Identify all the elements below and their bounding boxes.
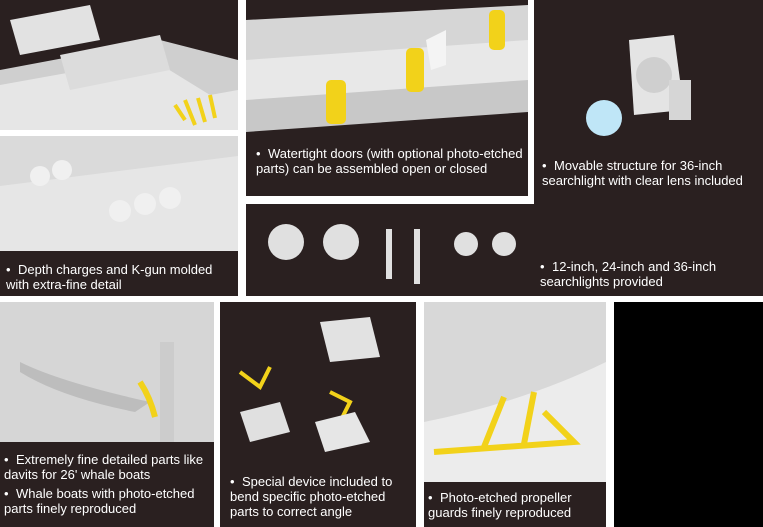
panel-propeller-guards: •Photo-etched propeller guards finely re… (424, 302, 606, 527)
panel-bend-device: •Special device included to bend specifi… (220, 302, 416, 527)
hull-model-image (0, 0, 238, 130)
panel-searchlight-36: •Movable structure for 36-inch searchlig… (534, 0, 763, 204)
caption-searchlights-set-text: 12-inch, 24-inch and 36-inch searchlight… (540, 259, 717, 289)
searchlights-set-image (246, 204, 763, 296)
panel-watertight-doors: •Watertight doors (with optional photo-e… (246, 0, 528, 196)
caption-bend-device-text: Special device included to bend specific… (230, 474, 393, 519)
bullet: • (4, 486, 9, 501)
searchlight-36-image (534, 0, 763, 204)
caption-depth-charges-text: Depth charges and K-gun molded with extr… (6, 262, 213, 292)
bullet: • (256, 146, 261, 161)
bullet: • (230, 474, 235, 489)
panel-davits: •Extremely fine detailed parts like davi… (0, 302, 214, 527)
caption-searchlights-set: •12-inch, 24-inch and 36-inch searchligh… (540, 259, 760, 293)
bullet: • (4, 452, 9, 467)
bullet: • (542, 158, 547, 173)
caption-searchlight-36-text: Movable structure for 36-inch searchligh… (542, 158, 743, 188)
caption-depth-charges: •Depth charges and K-gun molded with ext… (6, 262, 234, 296)
caption-propeller-text: Photo-etched propeller guards finely rep… (428, 490, 572, 520)
bend-device-image (220, 302, 416, 527)
panel-hull-rails (0, 0, 238, 130)
bullet: • (6, 262, 11, 277)
caption-propeller: •Photo-etched propeller guards finely re… (428, 490, 604, 524)
panel-depth-charges: •Depth charges and K-gun molded with ext… (0, 136, 238, 296)
caption-bend-device: •Special device included to bend specifi… (230, 474, 414, 523)
panel-searchlights-set: •12-inch, 24-inch and 36-inch searchligh… (246, 204, 763, 296)
bullet: • (428, 490, 433, 505)
caption-davits: •Extremely fine detailed parts like davi… (4, 452, 212, 520)
caption-davits-text: Extremely fine detailed parts like davit… (4, 452, 204, 482)
caption-watertight-text: Watertight doors (with optional photo-et… (256, 146, 523, 176)
bullet: • (540, 259, 545, 274)
caption-watertight-doors: •Watertight doors (with optional photo-e… (256, 146, 524, 180)
depth-charges-image (0, 136, 238, 296)
davits-image (0, 302, 214, 527)
caption-whale-boats-text: Whale boats with photo-etched parts fine… (4, 486, 195, 516)
propeller-guards-image (424, 302, 606, 527)
corner-black-fill (614, 302, 763, 527)
caption-searchlight-36: •Movable structure for 36-inch searchlig… (542, 158, 760, 192)
watertight-doors-image (246, 0, 528, 196)
